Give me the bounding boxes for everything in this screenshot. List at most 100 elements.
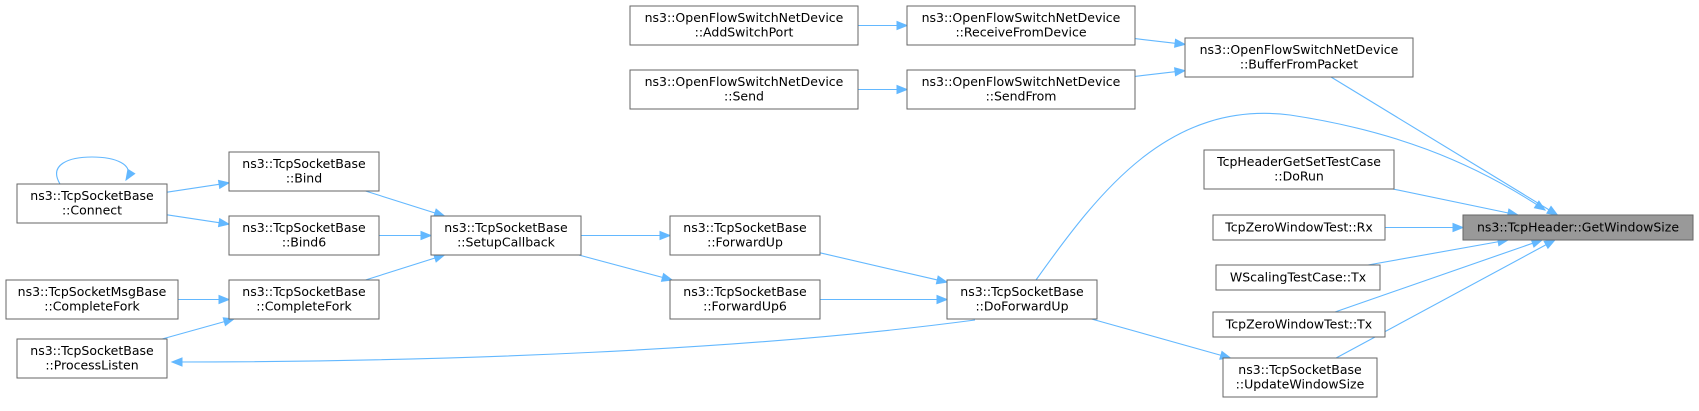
call-edge [1330, 76, 1558, 216]
graph-node-bind6[interactable]: ns3::TcpSocketBase::Bind6 [228, 215, 380, 256]
arrowhead-icon [420, 230, 433, 241]
call-edge [1392, 188, 1519, 216]
node-box[interactable] [1215, 264, 1381, 291]
node-box[interactable] [1203, 149, 1395, 190]
graph-node-updwin[interactable]: ns3::TcpSocketBase::UpdateWindowSize [1222, 357, 1378, 398]
graph-node-send[interactable]: ns3::OpenFlowSwitchNetDevice::Send [629, 69, 859, 110]
arrowhead-icon [1530, 238, 1544, 248]
call-edge [365, 254, 445, 281]
arrowhead-icon [170, 357, 183, 367]
node-layer: ns3::TcpHeader::GetWindowSize ns3::OpenFl… [5, 5, 1694, 398]
node-label: TcpZeroWindowTest::Tx [1225, 316, 1372, 331]
graph-node-sendfrom[interactable]: ns3::OpenFlowSwitchNetDevice::SendFrom [906, 69, 1136, 110]
graph-node-wstx[interactable]: WScalingTestCase::Tx [1215, 264, 1381, 291]
graph-node-zwrx[interactable]: TcpZeroWindowTest::Rx [1212, 214, 1386, 241]
node-box[interactable] [1212, 214, 1386, 241]
graph-node-msgcompfork[interactable]: ns3::TcpSocketMsgBase::CompleteFork [5, 279, 179, 320]
node-label: ::Bind [286, 171, 322, 186]
node-box[interactable] [1222, 357, 1378, 398]
arrowhead-icon [1452, 222, 1465, 233]
arrowhead-icon [896, 84, 909, 95]
node-label: ::SendFrom [986, 89, 1057, 104]
node-label: ns3::TcpSocketBase [960, 284, 1084, 299]
node-label: ns3::OpenFlowSwitchNetDevice [645, 74, 844, 89]
arrowhead-icon [1174, 67, 1187, 77]
node-label: ns3::TcpHeader::GetWindowSize [1477, 219, 1679, 234]
graph-node-proclisten[interactable]: ns3::TcpSocketBase::ProcessListen [16, 338, 168, 379]
node-label: ns3::TcpSocketBase [242, 156, 366, 171]
node-label: ns3::OpenFlowSwitchNetDevice [922, 74, 1121, 89]
arrowhead-icon [936, 294, 949, 305]
node-box[interactable] [1212, 311, 1386, 338]
node-label: ::UpdateWindowSize [1236, 377, 1365, 392]
arrowhead-icon [1533, 200, 1547, 211]
arrowhead-icon [1174, 38, 1187, 48]
node-label: ::ForwardUp [707, 235, 783, 250]
node-label: ::Connect [62, 203, 122, 218]
node-box[interactable] [669, 279, 821, 320]
node-box[interactable] [228, 279, 380, 320]
node-box[interactable] [906, 5, 1136, 46]
graph-node-forwardup6[interactable]: ns3::TcpSocketBase::ForwardUp6 [669, 279, 821, 320]
call-edge [171, 319, 976, 363]
call-edge [365, 190, 445, 217]
arrowhead-icon [217, 217, 231, 228]
node-box[interactable] [946, 279, 1098, 320]
graph-node-root[interactable]: ns3::TcpHeader::GetWindowSize [1462, 214, 1694, 241]
edge-layer [56, 20, 1559, 367]
graph-node-dorun[interactable]: TcpHeaderGetSetTestCase::DoRun [1203, 149, 1395, 190]
node-label: ns3::TcpSocketBase [1238, 362, 1362, 377]
call-edge [161, 318, 235, 340]
graph-node-bind[interactable]: ns3::TcpSocketBase::Bind [228, 151, 380, 192]
graph-node-doforward[interactable]: ns3::TcpSocketBase::DoForwardUp [946, 279, 1098, 320]
call-edge [1035, 112, 1546, 281]
node-label: ns3::TcpSocketBase [683, 220, 807, 235]
node-label: ns3::TcpSocketBase [444, 220, 568, 235]
graph-node-compfork[interactable]: ns3::TcpSocketBase::CompleteFork [228, 279, 380, 320]
node-label: ::CompleteFork [256, 299, 352, 314]
graph-node-setupcb[interactable]: ns3::TcpSocketBase::SetupCallback [430, 215, 582, 256]
call-edge [1334, 239, 1543, 313]
node-box[interactable] [228, 151, 380, 192]
node-box[interactable] [906, 69, 1136, 110]
node-box[interactable] [16, 338, 168, 379]
node-label: ns3::TcpSocketBase [30, 343, 154, 358]
node-label: ::AddSwitchPort [695, 25, 794, 40]
node-box[interactable] [5, 279, 179, 320]
node-box[interactable] [629, 69, 859, 110]
node-box[interactable] [430, 215, 582, 256]
graph-node-recvdev[interactable]: ns3::OpenFlowSwitchNetDevice::ReceiveFro… [906, 5, 1136, 46]
node-label: ::DoRun [1274, 169, 1324, 184]
node-label: ns3::TcpSocketMsgBase [18, 284, 167, 299]
arrowhead-icon [1543, 239, 1557, 250]
node-box[interactable] [629, 5, 859, 46]
node-label: ::CompleteFork [44, 299, 140, 314]
node-label: TcpZeroWindowTest::Rx [1224, 219, 1373, 234]
node-label: ns3::TcpSocketBase [683, 284, 807, 299]
graph-node-zwtx[interactable]: TcpZeroWindowTest::Tx [1212, 311, 1386, 338]
graph-node-connect[interactable]: ns3::TcpSocketBase::Connect [16, 183, 168, 224]
graph-node-forwardup[interactable]: ns3::TcpSocketBase::ForwardUp [669, 215, 821, 256]
arrowhead-icon [125, 168, 136, 182]
node-box[interactable] [1462, 214, 1694, 241]
node-label: ns3::OpenFlowSwitchNetDevice [645, 10, 844, 25]
node-label: ::ForwardUp6 [703, 299, 787, 314]
call-edge [578, 254, 673, 281]
node-label: ns3::TcpSocketBase [242, 284, 366, 299]
node-box[interactable] [669, 215, 821, 256]
arrowhead-icon [217, 179, 231, 190]
graph-node-addport[interactable]: ns3::OpenFlowSwitchNetDevice::AddSwitchP… [629, 5, 859, 46]
node-label: ::DoForwardUp [975, 299, 1068, 314]
node-label: ::Bind6 [282, 235, 326, 250]
node-label: ns3::TcpSocketBase [30, 188, 154, 203]
node-label: ::SetupCallback [457, 235, 556, 250]
call-edge [56, 156, 129, 185]
node-label: ::BufferFromPacket [1240, 57, 1358, 72]
node-box[interactable] [16, 183, 168, 224]
node-box[interactable] [228, 215, 380, 256]
call-edge [819, 252, 948, 283]
node-box[interactable] [1184, 37, 1414, 78]
arrowhead-icon [1546, 205, 1559, 216]
graph-node-buffer[interactable]: ns3::OpenFlowSwitchNetDevice::BufferFrom… [1184, 37, 1414, 78]
